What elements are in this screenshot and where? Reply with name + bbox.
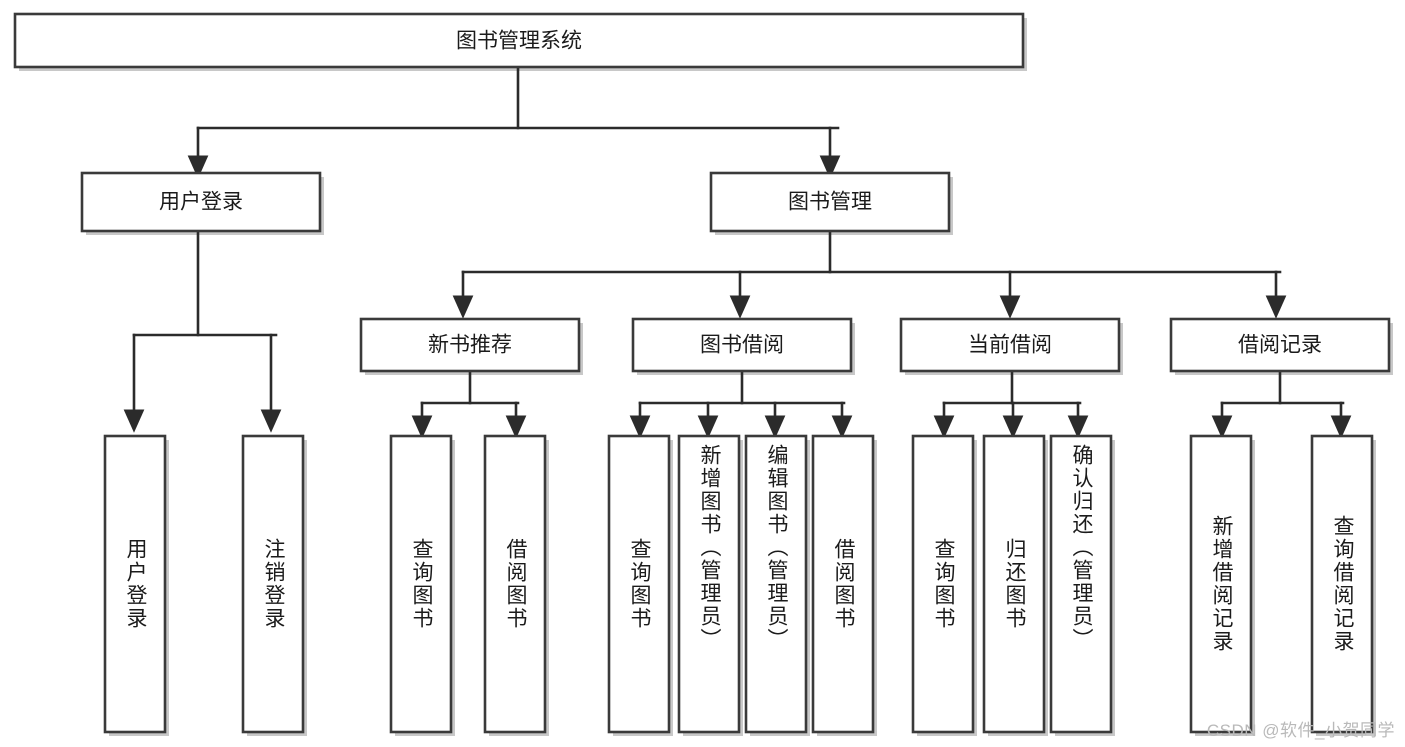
leaf-box-return-book[interactable] — [982, 434, 1046, 734]
connector-bookborrow-to-leaves — [629, 371, 853, 439]
connector-userlogin-to-leaves — [123, 231, 282, 433]
node-book-management[interactable] — [709, 171, 951, 233]
leaf-box-user-login[interactable] — [103, 434, 167, 734]
node-root-label: 图书管理系统 — [456, 30, 582, 53]
node-current-borrow[interactable] — [899, 317, 1121, 373]
node-user-login-label: 用户登录 — [159, 191, 243, 214]
leaf-box-borrow-book-1[interactable] — [483, 434, 547, 734]
connector-root-to-level2 — [187, 64, 841, 179]
leaf-box-logout[interactable] — [241, 434, 305, 734]
node-book-management-label: 图书管理 — [788, 191, 872, 214]
leaf-box-query-book-1[interactable] — [389, 434, 453, 734]
connector-bookmgmt-to-level3 — [452, 231, 1287, 319]
leaf-box-add-record[interactable] — [1189, 434, 1253, 734]
leaf-box-edit-book[interactable] — [744, 434, 808, 734]
node-user-login[interactable] — [80, 171, 322, 233]
node-book-borrow-label: 图书借阅 — [700, 334, 784, 357]
connector-currentborrow-to-leaves — [933, 371, 1089, 439]
leaf-box-borrow-book-2[interactable] — [811, 434, 875, 734]
connector-newbook-to-leaves — [411, 371, 527, 439]
leaf-box-confirm-return[interactable] — [1049, 434, 1113, 734]
node-new-book-recommend[interactable] — [359, 317, 581, 373]
node-new-book-recommend-label: 新书推荐 — [428, 334, 512, 357]
leaf-box-query-book-2[interactable] — [607, 434, 671, 734]
node-current-borrow-label: 当前借阅 — [968, 334, 1052, 357]
leaf-box-add-book[interactable] — [677, 434, 741, 734]
leaf-box-query-book-3[interactable] — [911, 434, 975, 734]
watermark-text: CSDN @软件_小贺同学 — [1206, 721, 1395, 740]
node-book-borrow[interactable] — [631, 317, 853, 373]
node-borrow-record-label: 借阅记录 — [1238, 334, 1322, 357]
connector-borrowrecord-to-leaves — [1211, 371, 1352, 439]
node-borrow-record[interactable] — [1169, 317, 1391, 373]
node-root[interactable] — [13, 12, 1025, 69]
leaf-box-query-record[interactable] — [1310, 434, 1374, 734]
